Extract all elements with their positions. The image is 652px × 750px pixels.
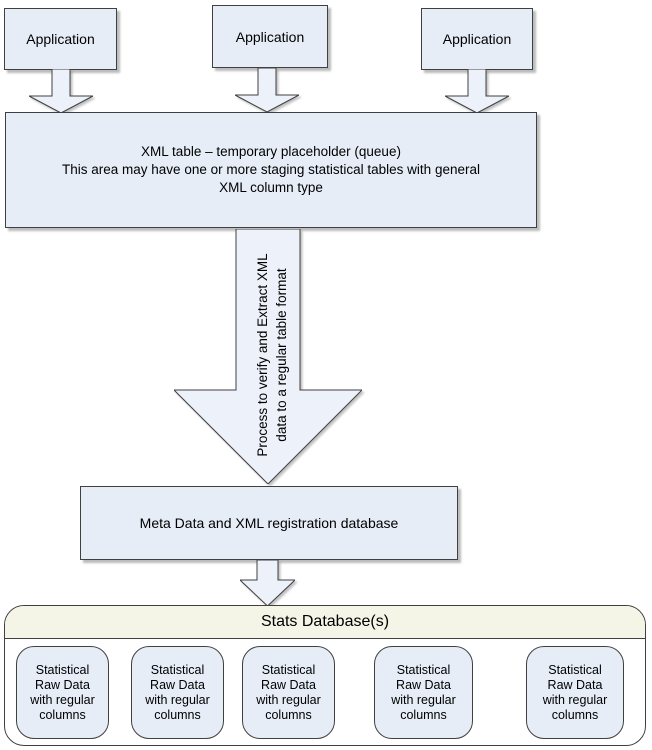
stat-box-line: Statistical xyxy=(150,662,205,677)
stat-box-line: Statistical xyxy=(548,662,602,677)
stat-box-line: Raw Data xyxy=(35,677,90,692)
process-arrow-label-line: data to a regular table format xyxy=(274,268,289,442)
stat-box-line: with regular xyxy=(256,692,321,707)
stat-box-line: columns xyxy=(39,707,86,722)
xml-table-box: XML table – temporary placeholder (queue… xyxy=(5,112,537,228)
stat-raw-data-box-2: Statistical Raw Data with regular column… xyxy=(131,646,224,739)
application-box-label: Application xyxy=(235,28,305,45)
meta-data-box: Meta Data and XML registration database xyxy=(80,486,458,560)
down-arrow-icon xyxy=(240,560,295,606)
stat-box-line: Statistical xyxy=(35,662,90,677)
stat-box-line: with regular xyxy=(391,692,456,707)
stat-box-line: columns xyxy=(400,707,447,722)
stat-box-line: with regular xyxy=(145,692,210,707)
stats-database-title: Stats Database(s) xyxy=(260,613,390,630)
stat-box-line: Statistical xyxy=(261,662,316,677)
stat-raw-data-box-1: Statistical Raw Data with regular column… xyxy=(16,646,109,739)
stat-box-line: columns xyxy=(551,707,599,722)
application-box-label: Application xyxy=(442,31,512,47)
application-box-label: Application xyxy=(26,31,95,47)
process-arrow-label-line: Process to verify and Extract XML xyxy=(255,253,270,457)
application-box-3: Application xyxy=(421,8,533,70)
xml-table-box-line: This area may have one or more staging s… xyxy=(62,162,480,177)
xml-table-box-line: XML table – temporary placeholder (queue… xyxy=(141,144,401,159)
application-box-2: Application xyxy=(212,5,328,68)
meta-data-box-label: Meta Data and XML registration database xyxy=(139,515,399,531)
down-arrow-icon xyxy=(445,69,509,113)
stat-raw-data-box-5: Statistical Raw Data with regular column… xyxy=(526,646,624,739)
stats-database-header: Stats Database(s) xyxy=(5,606,645,639)
application-box-1: Application xyxy=(4,8,117,70)
stat-raw-data-box-3: Statistical Raw Data with regular column… xyxy=(242,646,335,739)
stat-box-line: Statistical xyxy=(396,662,451,677)
stat-box-line: Raw Data xyxy=(396,677,451,692)
down-arrow-icon xyxy=(29,69,93,113)
process-arrow-label: Process to verify and Extract XML data t… xyxy=(253,230,291,480)
stat-box-line: with regular xyxy=(542,692,608,707)
stat-box-line: with regular xyxy=(30,692,95,707)
stat-raw-data-box-4: Statistical Raw Data with regular column… xyxy=(374,646,473,739)
stat-box-line: Raw Data xyxy=(261,677,316,692)
xml-table-box-line: XML column type xyxy=(219,180,323,195)
stat-box-line: Raw Data xyxy=(150,677,205,692)
stat-box-line: columns xyxy=(265,707,312,722)
stats-database-container: Stats Database(s) Statistical Raw Data w… xyxy=(4,605,646,746)
stat-box-line: columns xyxy=(154,707,201,722)
process-down-arrow-icon xyxy=(174,229,362,484)
stat-box-line: Raw Data xyxy=(547,677,603,692)
down-arrow-icon xyxy=(235,68,299,112)
